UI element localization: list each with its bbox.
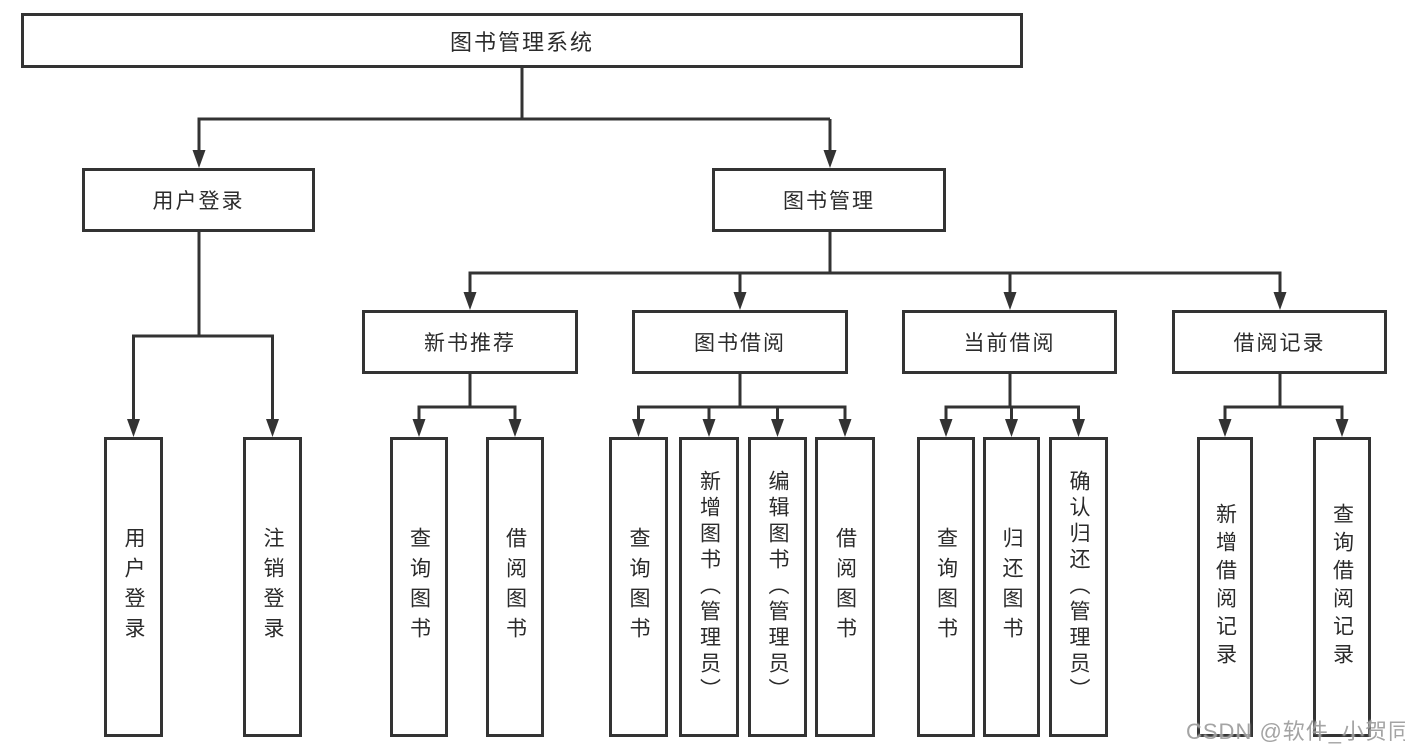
leaf-label: 查询图书 <box>407 527 431 647</box>
leaf-user-login: 用户登录 <box>104 437 163 737</box>
edge-root-to-branches <box>197 68 832 152</box>
edge-new-book-rec-to-leaves <box>417 374 517 423</box>
leaf-label: 确认归还（管理员） <box>1067 470 1091 704</box>
leaf-borrow-books: 借阅图书 <box>815 437 875 737</box>
arrowhead-icon <box>632 419 645 437</box>
leaf-confirm-return-admin: 确认归还（管理员） <box>1049 437 1108 737</box>
node-user-login: 用户登录 <box>82 168 315 232</box>
arrowhead-icon <box>1335 419 1349 437</box>
arrowhead-icon <box>192 150 206 168</box>
leaf-edit-book-admin: 编辑图书（管理员） <box>748 437 807 737</box>
leaf-query-borrow-record: 查询借阅记录 <box>1313 437 1371 737</box>
node-new-book-recommend: 新书推荐 <box>362 310 578 374</box>
leaf-query-books-recommend: 查询图书 <box>390 437 448 737</box>
arrowhead-icon <box>1072 419 1085 437</box>
arrowhead-icon <box>1005 419 1018 437</box>
csdn-watermark: CSDN @软件_小贺同学 <box>1186 719 1405 744</box>
edge-current-borrow-to-leaves <box>944 374 1080 423</box>
arrowhead-icon <box>1003 292 1017 310</box>
leaf-label: 注销登录 <box>261 527 285 647</box>
arrowhead-icon <box>771 419 784 437</box>
leaf-return-book: 归还图书 <box>983 437 1040 737</box>
edge-user-login-to-leaves <box>132 232 274 421</box>
edge-book-mgmt-to-level2 <box>468 232 1282 294</box>
arrowhead-icon <box>838 419 852 437</box>
leaf-query-books-current: 查询图书 <box>917 437 975 737</box>
edge-borrow-record-to-leaves <box>1223 374 1344 423</box>
leaf-label: 新增图书（管理员） <box>697 470 721 704</box>
arrowhead-icon <box>823 150 837 168</box>
arrowhead-icon <box>1273 292 1287 310</box>
node-borrowing-records: 借阅记录 <box>1172 310 1387 374</box>
edge-book-borrow-to-leaves <box>637 374 847 423</box>
arrowhead-icon <box>266 419 279 437</box>
arrowhead-icon <box>463 292 477 310</box>
leaf-label: 借阅图书 <box>503 527 527 647</box>
node-current-borrowing: 当前借阅 <box>902 310 1117 374</box>
leaf-label: 新增借阅记录 <box>1213 503 1237 671</box>
leaf-label: 归还图书 <box>1000 527 1024 647</box>
arrowhead-icon <box>1218 419 1232 437</box>
node-root-library-system: 图书管理系统 <box>21 13 1023 68</box>
leaf-borrow-books-recommend: 借阅图书 <box>486 437 544 737</box>
leaf-label: 查询借阅记录 <box>1330 503 1354 671</box>
node-book-borrowing: 图书借阅 <box>632 310 848 374</box>
leaf-add-book-admin: 新增图书（管理员） <box>679 437 739 737</box>
arrowhead-icon <box>733 292 747 310</box>
arrowhead-icon <box>939 419 953 437</box>
arrowhead-icon <box>702 419 716 437</box>
node-book-management: 图书管理 <box>712 168 946 232</box>
arrowheads <box>127 150 1349 437</box>
arrowhead-icon <box>508 419 522 437</box>
leaf-logout: 注销登录 <box>243 437 302 737</box>
leaf-add-borrow-record: 新增借阅记录 <box>1197 437 1253 737</box>
arrowhead-icon <box>412 419 426 437</box>
leaf-label: 用户登录 <box>122 527 146 647</box>
leaf-label: 借阅图书 <box>833 527 857 647</box>
arrowhead-icon <box>127 419 140 437</box>
leaf-query-books-borrowing: 查询图书 <box>609 437 668 737</box>
leaf-label: 编辑图书（管理员） <box>766 470 790 704</box>
leaf-label: 查询图书 <box>627 527 651 647</box>
leaf-label: 查询图书 <box>934 527 958 647</box>
